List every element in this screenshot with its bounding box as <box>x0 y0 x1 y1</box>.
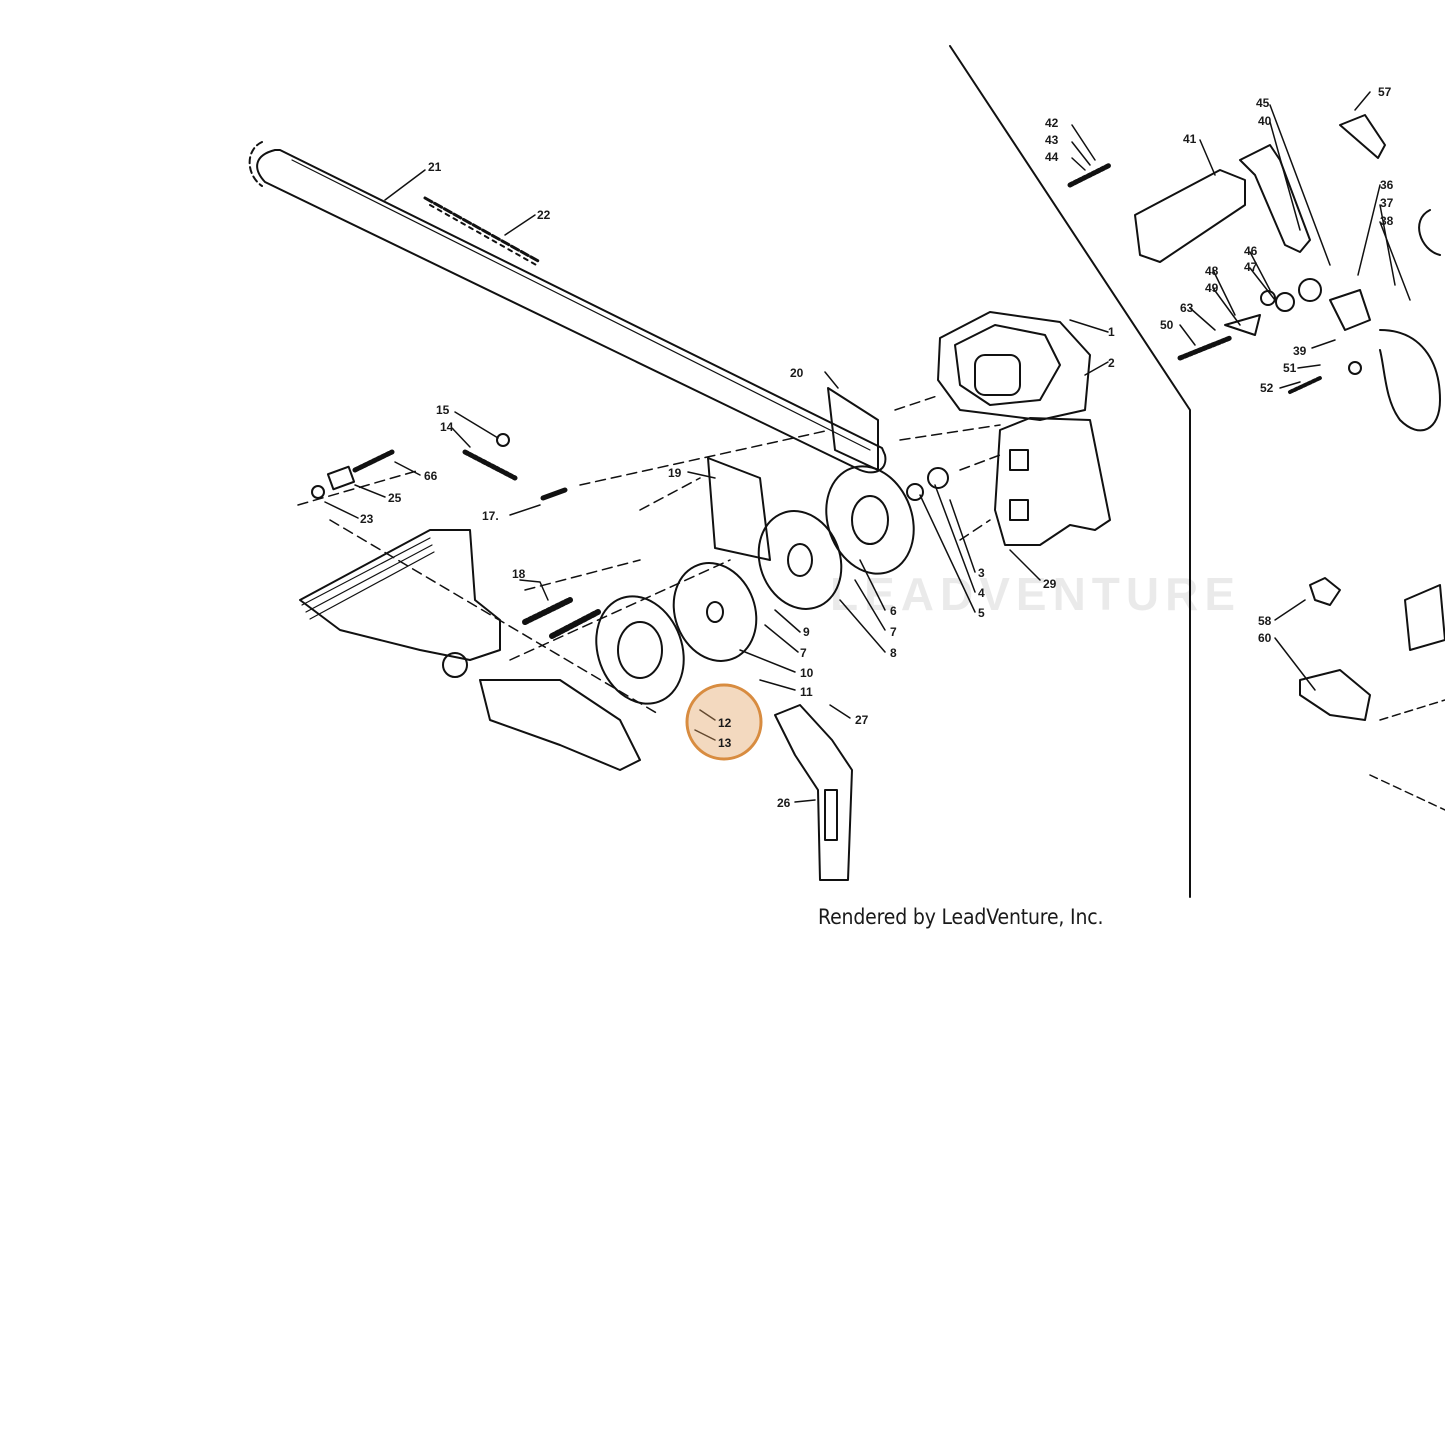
part-60 <box>1299 669 1371 721</box>
callout-25: 25 <box>388 491 402 505</box>
callout-51: 51 <box>1283 361 1297 375</box>
guide-bar <box>256 149 887 474</box>
clutch-drum-6 <box>825 465 915 575</box>
callout-50: 50 <box>1160 318 1174 332</box>
callout-29: 29 <box>1043 577 1057 591</box>
callout-4: 4 <box>978 586 985 600</box>
engine-housing <box>299 529 501 661</box>
callout-22: 22 <box>537 208 551 222</box>
chain-segment <box>423 196 542 267</box>
callout-1: 1 <box>1108 325 1115 339</box>
callout-10: 10 <box>800 666 814 680</box>
callout-3: 3 <box>978 566 985 580</box>
callout-66: 66 <box>424 469 438 483</box>
callout-58: 58 <box>1258 614 1272 628</box>
callout-45: 45 <box>1256 96 1270 110</box>
highlight-circle <box>685 683 763 761</box>
callout-13: 13 <box>718 736 732 750</box>
callout-17: 17. <box>482 509 499 523</box>
lever-39 <box>1329 289 1371 331</box>
trigger-57 <box>1339 114 1386 159</box>
washer-10 <box>672 562 758 662</box>
callout-20: 20 <box>790 366 804 380</box>
callout-39: 39 <box>1293 344 1307 358</box>
callout-8: 8 <box>890 646 897 660</box>
callout-6: 6 <box>890 604 897 618</box>
callout-9: 9 <box>803 625 810 639</box>
callout-57: 57 <box>1378 85 1392 99</box>
callout-37: 37 <box>1380 196 1394 210</box>
callout-47: 47 <box>1244 260 1258 274</box>
callout-41: 41 <box>1183 132 1197 146</box>
callout-48: 48 <box>1205 264 1219 278</box>
callout-44: 44 <box>1045 150 1059 164</box>
clutch-8 <box>757 510 843 610</box>
watermark-text: LEADVENTURE <box>830 568 1241 620</box>
callout-2: 2 <box>1108 356 1115 370</box>
panel-divider <box>949 45 1191 898</box>
lever-40 <box>1239 144 1311 253</box>
bracket-26 <box>774 704 853 881</box>
callout-7b: 7 <box>800 646 807 660</box>
drum-7 <box>595 595 685 705</box>
callout-12: 12 <box>718 716 732 730</box>
callout-36: 36 <box>1380 178 1394 192</box>
callout-38: 38 <box>1380 214 1394 228</box>
part-58 <box>1309 577 1341 606</box>
callout-26: 26 <box>777 796 791 810</box>
bolt-14 <box>462 449 518 481</box>
callout-18: 18 <box>512 567 526 581</box>
callout-40: 40 <box>1258 114 1272 128</box>
callout-7: 7 <box>890 625 897 639</box>
plate-19 <box>707 457 771 561</box>
credit-text: Rendered by LeadVenture, Inc. <box>818 905 1104 929</box>
guide-bar-rail <box>291 159 871 451</box>
stud-18 <box>522 597 573 625</box>
spring-wire <box>1379 329 1441 432</box>
callout-14: 14 <box>440 420 454 434</box>
callout-60: 60 <box>1258 631 1272 645</box>
bolt-66 <box>352 449 395 473</box>
callout-11: 11 <box>800 685 813 699</box>
handle-41 <box>1134 169 1246 263</box>
callout-27: 27 <box>855 713 869 727</box>
housing-29 <box>994 417 1111 546</box>
cover-2 <box>937 311 1091 421</box>
callout-15: 15 <box>436 403 450 417</box>
callout-5: 5 <box>978 606 985 620</box>
callout-19: 19 <box>668 466 682 480</box>
callout-52: 52 <box>1260 381 1274 395</box>
callout-43: 43 <box>1045 133 1059 147</box>
callout-49: 49 <box>1205 281 1219 295</box>
callout-63: 63 <box>1180 301 1194 315</box>
callout-46: 46 <box>1244 244 1258 258</box>
callout-labels: 1 2 3 4 5 6 7 8 9 7 10 11 12 13 14 15 17… <box>360 85 1394 810</box>
callout-21: 21 <box>428 160 442 174</box>
callout-23: 23 <box>360 512 374 526</box>
callout-42: 42 <box>1045 116 1059 130</box>
